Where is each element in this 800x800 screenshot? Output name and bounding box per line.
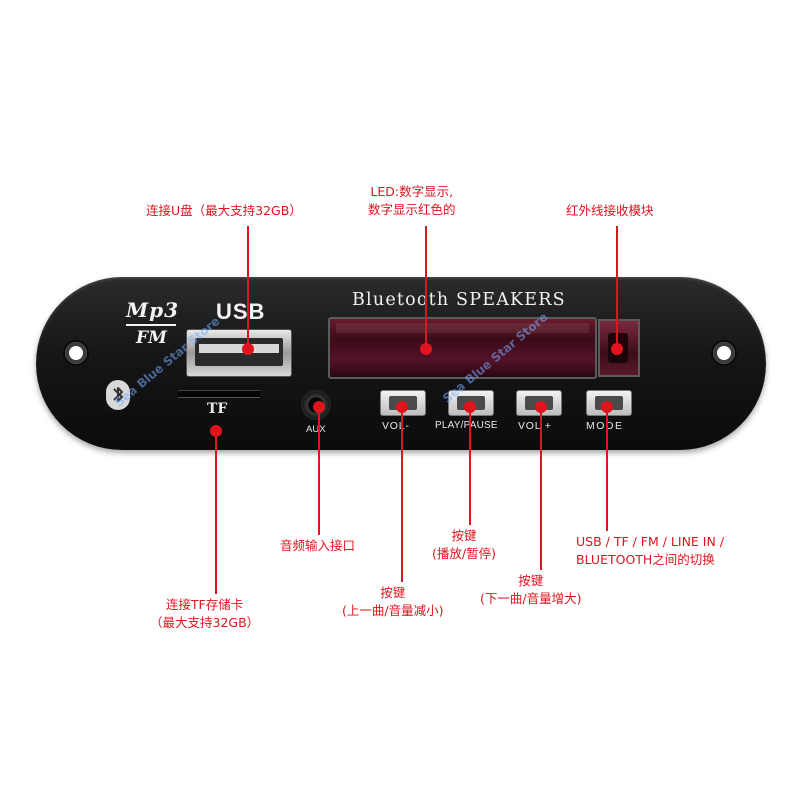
annotation-usb: 连接U盘（最大支持32GB） [146, 203, 302, 218]
marker-usb [242, 343, 254, 355]
marker-play-pause [464, 401, 476, 413]
leader-aux [318, 407, 320, 535]
annotation-led: LED:数字显示, 数字显示红色的 [368, 184, 456, 217]
leader-usb [247, 226, 249, 348]
marker-ir [611, 343, 623, 355]
mode-label: MODE [586, 420, 624, 432]
annotation-play: 按键 (播放/暂停) [432, 528, 496, 561]
leader-tf [215, 431, 217, 594]
leader-vol-up [540, 407, 542, 570]
annotation-mode: USB / TF / FM / LINE IN / BLUETOOTH之间的切换 [576, 534, 725, 567]
mounting-hole-left [65, 342, 87, 364]
leader-vol-down [401, 407, 403, 582]
leader-play-pause [469, 407, 471, 525]
marker-led [420, 343, 432, 355]
logo-divider [126, 324, 176, 326]
tf-label: TF [207, 401, 228, 417]
vol-up-label: VOL + [518, 420, 552, 432]
annotation-ir: 红外线接收模块 [566, 203, 654, 218]
leader-mode [606, 407, 608, 531]
usb-label: USB [216, 299, 266, 324]
leader-ir [616, 226, 618, 348]
usb-port[interactable] [186, 329, 292, 377]
annotation-next: 按键 (下一曲/音量增大) [480, 573, 582, 606]
annotation-tf: 连接TF存储卡 （最大支持32GB） [150, 597, 260, 630]
panel-title: Bluetooth SPEAKERS [352, 290, 566, 310]
marker-mode [601, 401, 613, 413]
annotation-aux: 音频输入接口 [280, 538, 356, 553]
aux-label: AUX [306, 424, 326, 435]
play-pause-label: PLAY/PAUSE [435, 420, 498, 431]
logo-fm: FM [136, 328, 167, 348]
marker-aux [313, 401, 325, 413]
mounting-hole-right [713, 342, 735, 364]
marker-vol-down [396, 401, 408, 413]
annotation-prev: 按键 (上一曲/音量减小) [342, 585, 444, 618]
tf-card-slot[interactable] [178, 390, 260, 398]
marker-tf [210, 425, 222, 437]
led-display [328, 317, 597, 379]
leader-led [425, 226, 427, 348]
vol-down-label: VOL- [382, 420, 410, 432]
logo-mp3: Mp3 [126, 298, 180, 322]
display-glass-highlight [336, 323, 589, 333]
bluetooth-icon [106, 380, 130, 410]
marker-vol-up [535, 401, 547, 413]
